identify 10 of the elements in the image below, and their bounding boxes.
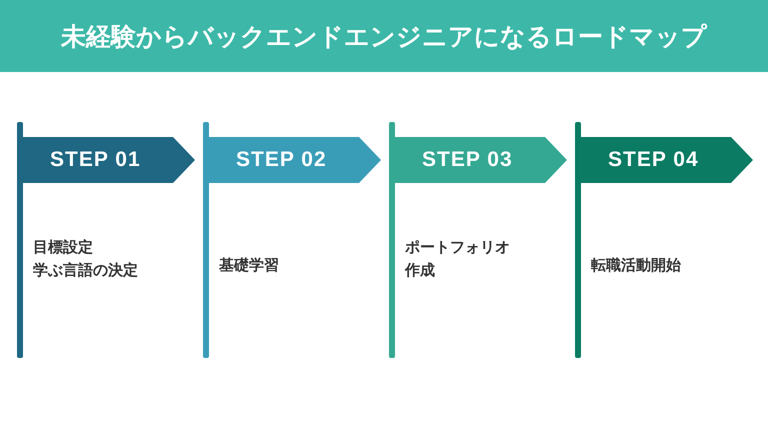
step-label: STEP 04 bbox=[608, 148, 699, 172]
step-description: 転職活動開始 bbox=[591, 255, 682, 276]
step-description: 基礎学習 bbox=[219, 255, 280, 276]
title-banner: 未経験からバックエンドエンジニアになるロードマップ bbox=[0, 0, 768, 72]
step-label: STEP 03 bbox=[422, 148, 513, 172]
step-description: ポートフォリオ作成 bbox=[405, 237, 511, 282]
step-label: STEP 02 bbox=[236, 148, 327, 172]
step-description: 目標設定 bbox=[33, 237, 94, 258]
step-label: STEP 01 bbox=[50, 148, 141, 172]
step-description: 学ぶ言語の決定 bbox=[33, 260, 139, 282]
